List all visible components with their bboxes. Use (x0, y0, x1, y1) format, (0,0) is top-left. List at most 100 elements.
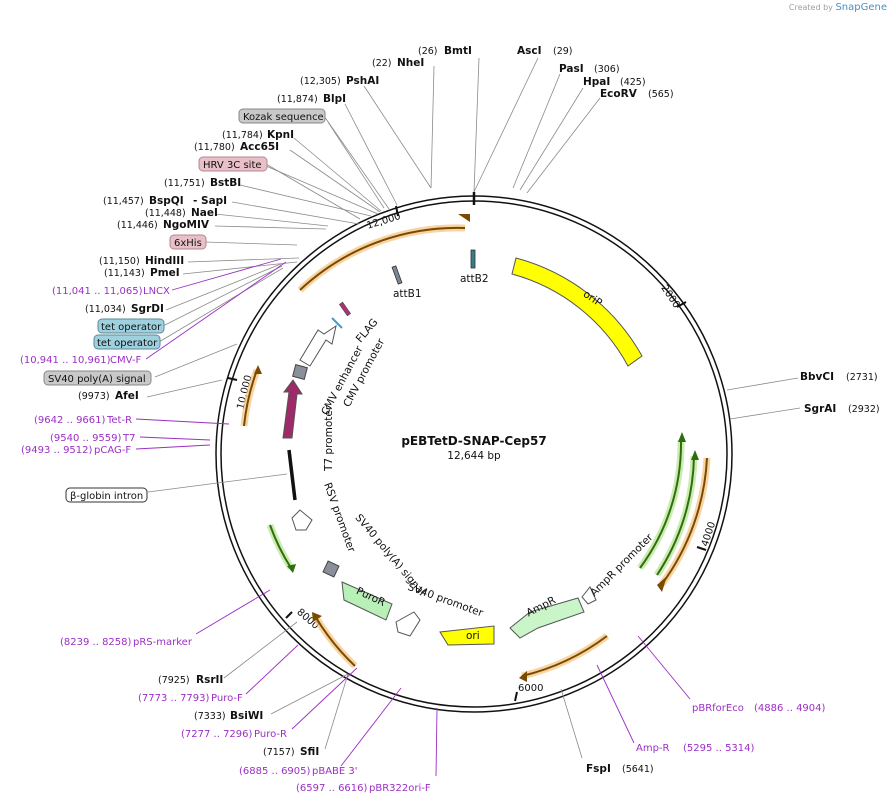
primer-tetr-num: (9642 .. 9661) (34, 415, 106, 426)
box-hrv3c-text: HRV 3C site (203, 160, 262, 171)
cmv-enhancer-arrow (299, 324, 337, 367)
primer-lncx: LNCX (143, 286, 170, 297)
site-pmei-num: (11,143) (104, 268, 145, 279)
box-beta-globin (65, 487, 148, 503)
primer-prs-marker: pRS-marker (133, 637, 193, 648)
site-rsrii-num: (7925) (158, 675, 190, 686)
site-bspqi: BspQI (149, 195, 184, 207)
site-asci: AscI (517, 45, 542, 57)
primer-pbr322orif-num: (6597 .. 6616) (296, 783, 368, 794)
box-6xhis (169, 234, 207, 250)
t7-promoter-label: T7 promoter (323, 405, 335, 472)
flag-feature (338, 301, 352, 317)
plasmid-size: 12,644 bp (447, 450, 501, 462)
ampr-promoter-arrow (581, 586, 597, 605)
site-bspqi-num: (11,457) (103, 196, 144, 207)
primer-cmvf: CMV-F (110, 355, 141, 366)
site-sgrdi-num: (11,034) (85, 304, 126, 315)
site-hindiii: HindIII (145, 255, 184, 267)
box-kozak (238, 108, 326, 124)
primer-pbrforeco: pBRforEco (692, 703, 744, 714)
primer-lncx-num: (11,041 .. 11,065) (52, 286, 143, 297)
site-sfii-num: (7157) (263, 747, 295, 758)
site-bsiwi-num: (7333) (194, 711, 226, 722)
site-fspi: FspI (586, 763, 611, 775)
primer-t7-num: (9540 .. 9559) (50, 433, 122, 444)
cmv-gray-square (292, 364, 308, 380)
primer-purof-num: (7773 .. 7793) (138, 693, 210, 704)
orf-arc-top (299, 226, 466, 291)
box-tet-operator-1 (97, 318, 165, 334)
box-tet-operator-2-text: tet operator (97, 338, 158, 349)
primer-pbabe3: pBABE 3' (312, 766, 358, 777)
site-nhei-num: (22) (372, 58, 392, 69)
attb2-feature (470, 249, 476, 269)
site-afei-num: (9973) (78, 391, 110, 402)
tetr-label: TetR (294, 398, 309, 425)
primer-pbr322orif: pBR322ori-F (369, 783, 431, 794)
primer-pbabe3-num: (6885 .. 6905) (239, 766, 311, 777)
box-beta-globin-text: β-globin intron (70, 491, 143, 502)
primer-pcagf-num: (9493 .. 9512) (21, 445, 93, 456)
box-tet-operator-2 (93, 334, 161, 350)
site-ecorv-num: (565) (648, 89, 674, 100)
primer-puror-num: (7277 .. 7296) (181, 729, 253, 740)
green-arc-1 (639, 439, 683, 569)
site-blpi: BlpI (323, 93, 346, 105)
box-hrv3c (198, 156, 268, 172)
site-kpni-num: (11,784) (222, 130, 263, 141)
site-pshai: PshAI (346, 75, 379, 87)
box-kozak-text: Kozak sequence (243, 112, 324, 123)
site-hindiii-num: (11,150) (99, 256, 140, 267)
rsv-promoter-arrow (291, 509, 313, 531)
box-tet-operator-1-text: tet operator (101, 322, 162, 333)
snapgene-logo: SnapGene (835, 2, 887, 13)
ampr-feature (509, 597, 585, 639)
ori-feature (439, 625, 495, 646)
tick-12000: 12,000 (365, 211, 402, 232)
ori-label: ori (466, 630, 480, 642)
site-bstbi-num: (11,751) (164, 178, 205, 189)
site-rsrii: RsrII (196, 674, 223, 686)
primer-pcagf: pCAG-F (94, 445, 131, 456)
site-pasi: PasI (559, 63, 584, 75)
site-leaders (146, 57, 801, 759)
site-bbvci: BbvCI (800, 371, 834, 383)
site-pmei: PmeI (150, 267, 180, 279)
feature-boxes: Kozak sequence HRV 3C site 6xHis tet ope… (43, 108, 326, 503)
orf-arc-bottom (521, 635, 608, 677)
site-naei-num: (11,448) (145, 208, 186, 219)
puror-feature (341, 581, 393, 621)
site-kpni: KpnI (267, 129, 294, 141)
site-naei: NaeI (191, 207, 218, 219)
site-sapi: - SapI (193, 195, 227, 207)
box-6xhis-text: 6xHis (174, 238, 202, 249)
site-acc65i-num: (11,780) (194, 142, 235, 153)
site-fspi-num: (5641) (622, 764, 654, 775)
orf-arc-right (661, 457, 708, 585)
site-sgrdi: SgrDI (131, 303, 164, 315)
box-leaders (158, 115, 390, 343)
primer-purof: Puro-F (211, 693, 243, 704)
green-arc-2 (656, 455, 695, 576)
site-hpai: HpaI (583, 76, 610, 88)
primer-t7: T7 (122, 433, 135, 444)
box-sv40-polya-text: SV40 poly(A) signal (48, 374, 146, 385)
site-ngomiv-num: (11,446) (117, 220, 158, 231)
sv40-polya-label: SV40 poly(A) signal (352, 512, 427, 598)
orf-arcs (240, 214, 711, 682)
site-ngomiv: NgoMIV (163, 219, 210, 231)
primer-puror: Puro-R (254, 729, 287, 740)
site-hpai-num: (425) (620, 77, 646, 88)
primer-ampr-num: (5295 .. 5314) (683, 743, 755, 754)
t7-promoter-bar (287, 449, 297, 501)
site-ecorv: EcoRV (600, 88, 638, 100)
brand-prefix: Created by (788, 3, 833, 12)
primer-labels: (11,041 .. 11,065) LNCX (10,941 .. 10,96… (20, 286, 826, 794)
site-blpi-num: (11,874) (277, 94, 318, 105)
primer-pbrforeco-num: (4886 .. 4904) (754, 703, 826, 714)
site-afei: AfeI (115, 390, 139, 402)
tick-6000: 6000 (518, 683, 543, 694)
site-sgrai: SgrAI (804, 403, 836, 415)
